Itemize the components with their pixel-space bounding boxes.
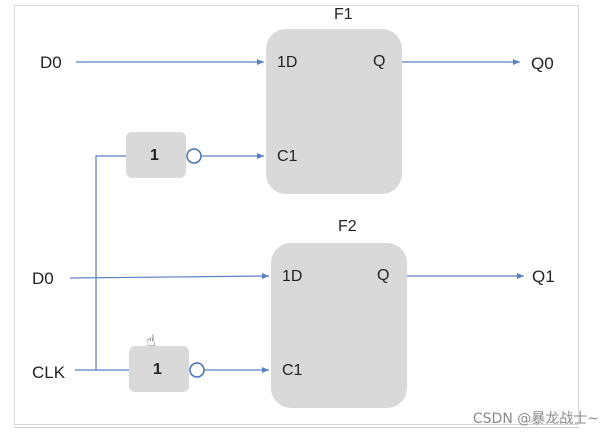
divider [14,427,579,428]
input-clk: CLK [32,363,66,382]
input-d0-bottom: D0 [32,269,54,288]
watermark: CSDN @暴龙战士~ [472,411,599,427]
f1-pin-c: C1 [277,148,298,165]
inverter-1-bubble [186,148,202,164]
f2-pin-d: 1D [282,268,303,285]
inverter-1-block [126,132,186,178]
inverter-1-label: 1 [150,147,159,164]
f1-pin-d: 1D [277,54,298,71]
inverter-2-block [129,346,189,392]
inverter-2-label: 1 [153,361,162,378]
flipflop-f2-block [271,243,407,408]
inverter-2-bubble [189,362,205,378]
hand-cursor-icon: ☝ [146,333,156,350]
flipflop-f1-block [266,29,402,194]
f2-pin-c: C1 [282,362,303,379]
f1-pin-q: Q [373,53,386,70]
f2-pin-q: Q [377,267,390,284]
flipflop-f1-title: F1 [334,6,353,23]
output-q0: Q0 [531,54,554,73]
wire-clock-branch [95,155,126,370]
wire-d0-to-f2 [69,273,270,280]
input-d0-top: D0 [40,53,62,72]
flipflop-f2-title: F2 [338,218,357,235]
output-q1: Q1 [532,267,555,286]
